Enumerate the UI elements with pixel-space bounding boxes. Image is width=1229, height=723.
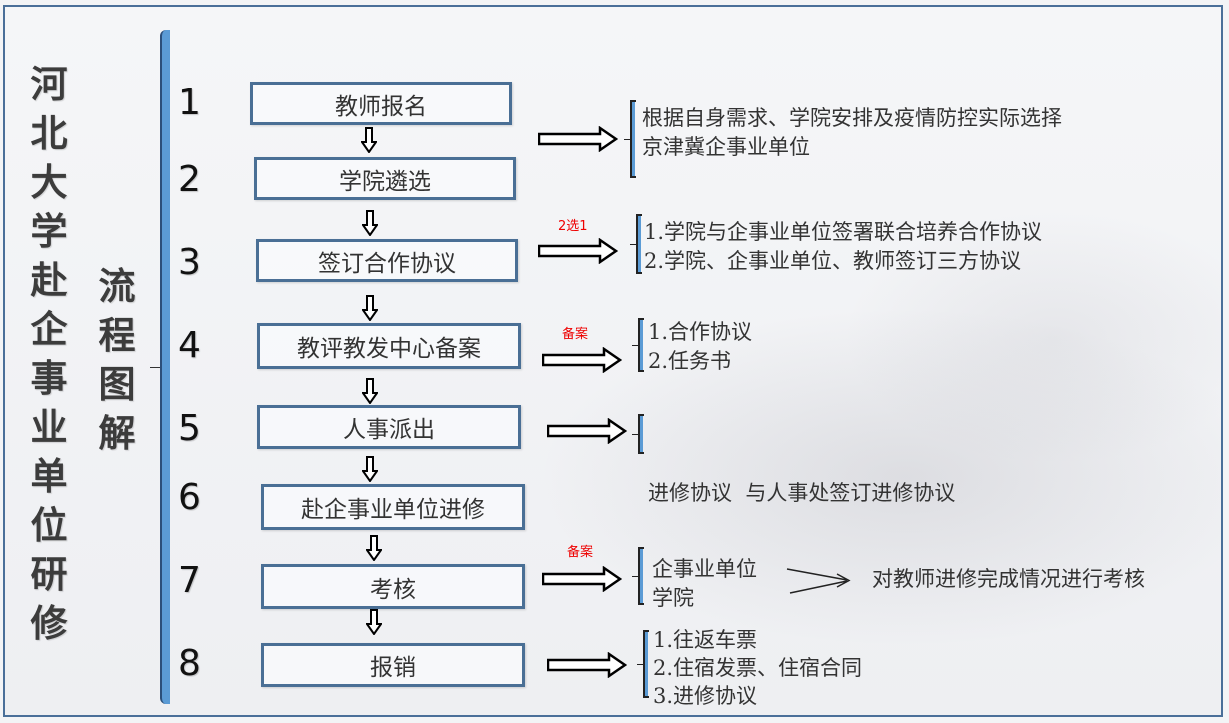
down-arrow-icon (361, 127, 377, 153)
step-box-sign-agreement: 签订合作协议 (256, 239, 518, 282)
merge-arrow-icon (786, 568, 851, 594)
step-number: 4 (178, 325, 201, 366)
down-arrow-icon (366, 535, 382, 561)
detail-assessors: 企事业单位学院 (652, 557, 757, 610)
right-arrow-icon (538, 238, 618, 264)
detail-bracket (637, 630, 649, 698)
step-box-go-to-enterprise: 赴企事业单位进修 (261, 484, 525, 530)
detail-bracket (632, 414, 644, 454)
right-arrow-icon (542, 347, 622, 373)
step-number: 3 (178, 242, 201, 283)
note-filing: 备案 (567, 545, 594, 560)
down-arrow-icon (362, 210, 378, 236)
step-number: 5 (178, 408, 201, 449)
step-label: 报销 (370, 655, 416, 681)
detail-bracket (630, 214, 642, 274)
right-arrow-icon (547, 418, 627, 444)
step-box-teacher-signup: 教师报名 (250, 82, 512, 125)
right-arrow-icon (538, 126, 618, 152)
main-title-text: 河北大 学赴企 事业单 位研修 (30, 62, 68, 645)
step-box-center-filing: 教评教发中心备案 (257, 323, 521, 369)
step-label: 教评教发中心备案 (297, 336, 481, 362)
down-arrow-icon (362, 456, 378, 482)
right-arrow-icon (547, 652, 627, 678)
step-box-reimbursement: 报销 (261, 643, 525, 687)
step-label: 学院遴选 (339, 168, 431, 195)
detail-study-agreement: 进修协议 与人事处签订进修协议 (648, 481, 956, 505)
down-arrow-icon (366, 609, 382, 635)
detail-assessment-result: 对教师进修完成情况进行考核 (872, 567, 1145, 591)
detail-bracket (624, 100, 636, 178)
down-arrow-icon (362, 295, 378, 321)
detail-selection: 根据自身需求、学院安排及疫情防控实际选择京津冀企事业单位 (642, 106, 1062, 159)
step-number: 6 (178, 477, 201, 518)
step-label: 签订合作协议 (318, 250, 456, 277)
step-box-assessment: 考核 (261, 564, 525, 609)
step-box-college-selection: 学院遴选 (254, 157, 516, 200)
step-label: 赴企事业单位进修 (301, 497, 485, 523)
detail-bracket (632, 547, 644, 605)
note-filing: 备案 (562, 327, 589, 342)
step-box-personnel-dispatch: 人事派出 (257, 405, 521, 449)
step-number: 1 (178, 82, 201, 123)
right-arrow-icon (542, 566, 622, 592)
step-label: 教师报名 (335, 93, 427, 120)
step-number: 7 (178, 560, 201, 601)
step-label: 人事派出 (343, 417, 435, 443)
step-number: 8 (178, 643, 201, 684)
section-bracket-tick (150, 367, 160, 368)
section-bracket-bar (160, 30, 170, 704)
down-arrow-icon (362, 378, 378, 404)
step-number: 2 (178, 159, 201, 200)
subtitle: 流程 图解 (98, 264, 136, 455)
detail-bracket (632, 318, 644, 372)
step-label: 考核 (370, 576, 416, 603)
note-choose-one: 2选1 (558, 219, 588, 234)
